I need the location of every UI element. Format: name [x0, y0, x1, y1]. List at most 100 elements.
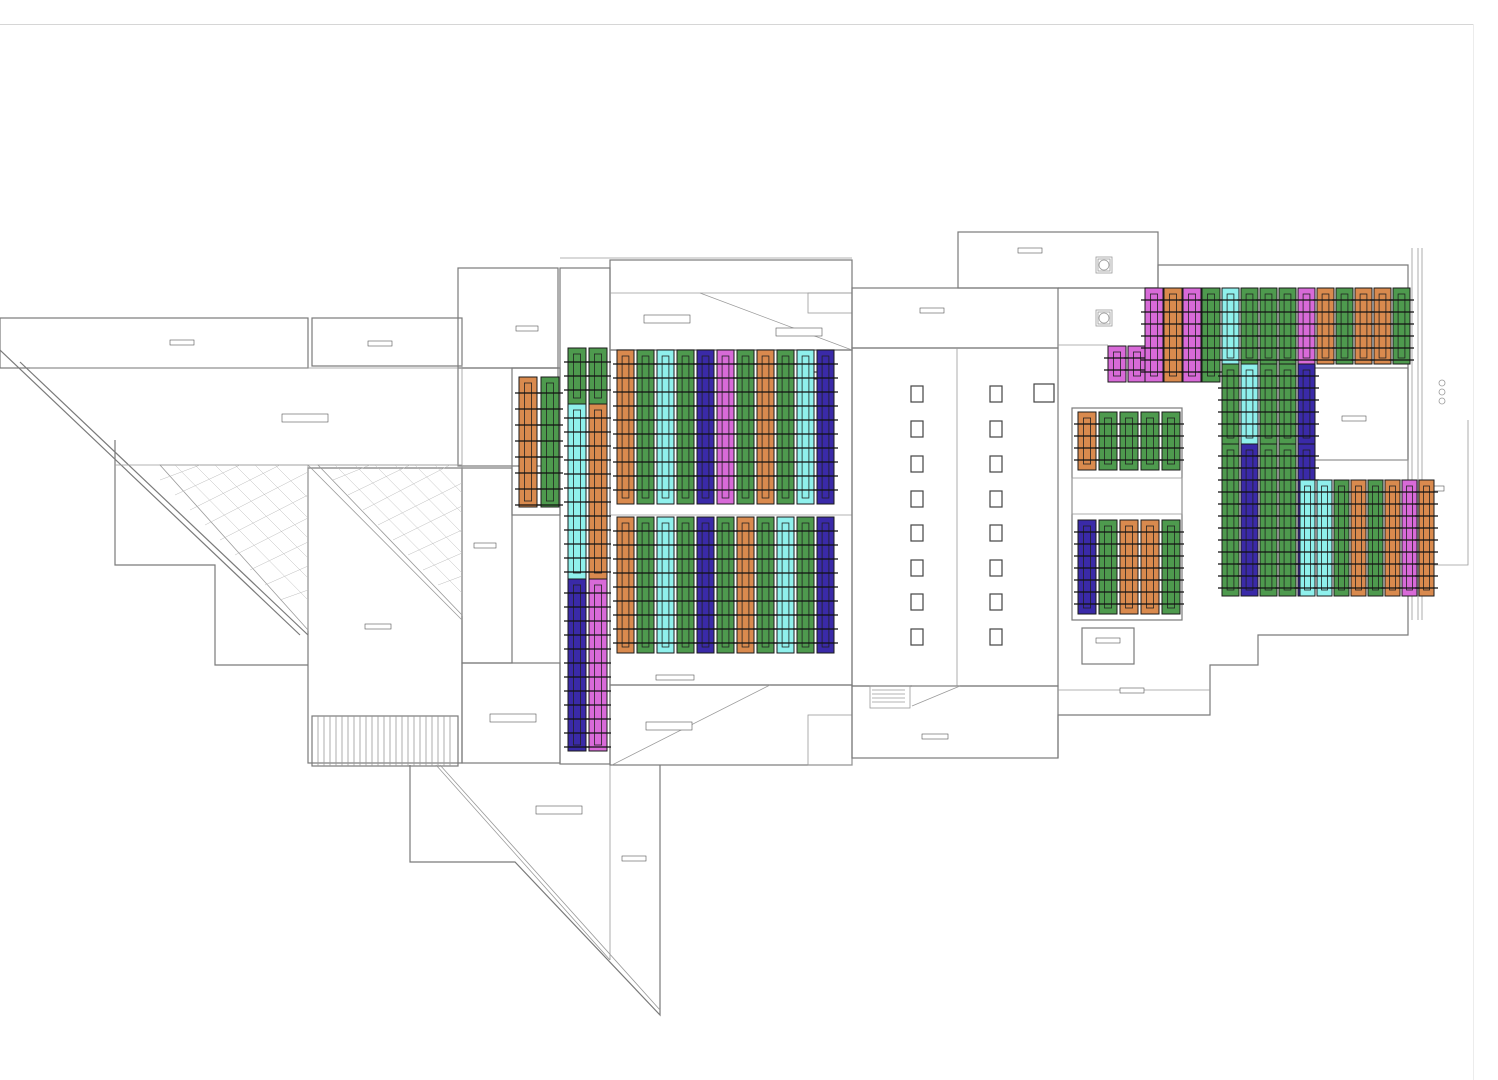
panel-loop [701, 522, 710, 648]
panel-loop [1083, 417, 1092, 465]
panel-strip-55 [1373, 287, 1392, 365]
panel-loop [1104, 417, 1113, 465]
panel-strip-73 [1401, 479, 1418, 597]
bottom-prong-outline [409, 764, 661, 1017]
panel-loop [1226, 369, 1235, 439]
left-wing-outline [0, 267, 559, 764]
panel-strip-6 [588, 403, 608, 580]
panel-loop [1283, 449, 1292, 591]
panel-loop [594, 409, 603, 574]
panel-loop [1125, 417, 1134, 465]
panel-strip-40 [1161, 519, 1181, 615]
grill-stairs-left [311, 715, 459, 767]
panel-loop [1321, 485, 1328, 591]
panel-loop [641, 355, 650, 499]
panel-strip-21 [636, 516, 655, 654]
panel-strip-25 [716, 516, 735, 654]
panel-loop [701, 355, 710, 499]
panel-strip-8 [588, 578, 608, 752]
panel-loop [1104, 525, 1113, 609]
panel-loop [781, 522, 790, 648]
panel-loop [1226, 449, 1235, 591]
panel-strip-71 [1367, 479, 1384, 597]
panel-loop [1406, 485, 1413, 591]
panel-loop [721, 355, 730, 499]
panel-loop [1372, 485, 1379, 591]
panel-loop [621, 522, 630, 648]
panel-loop [801, 522, 810, 648]
panel-loop [1264, 293, 1273, 359]
panel-strip-45 [1182, 287, 1202, 383]
panel-loop [681, 522, 690, 648]
panel-strip-34 [1140, 411, 1160, 471]
room-tags [169, 247, 1445, 862]
panel-strip-20 [616, 516, 635, 654]
panel-loop [1125, 525, 1134, 609]
panel-strip-22 [656, 516, 675, 654]
panel-strip-44 [1163, 287, 1183, 383]
panel-strip-52 [1316, 287, 1335, 365]
panel-loop [761, 522, 770, 648]
panel-loop [1359, 293, 1368, 359]
panel-loop [1113, 351, 1122, 377]
panel-loop [1245, 293, 1254, 359]
panel-strip-35 [1161, 411, 1181, 471]
vent-icon [1097, 311, 1111, 325]
panel-loop [1167, 417, 1176, 465]
panel-loop [821, 355, 830, 499]
panel-strip-43 [1144, 287, 1164, 383]
panel-strip-29 [796, 516, 815, 654]
panel-strip-33 [1119, 411, 1139, 471]
panel-loop [524, 382, 533, 502]
panel-loop [1389, 485, 1396, 591]
panel-loop [1146, 525, 1155, 609]
panel-loop [741, 522, 750, 648]
panel-loop [1264, 449, 1273, 591]
panel-loop [594, 584, 603, 746]
panel-loop [573, 409, 582, 574]
panel-loop [781, 355, 790, 499]
panel-strip-64 [1278, 443, 1297, 597]
panel-loop [661, 522, 670, 648]
panel-strip-23 [676, 516, 695, 654]
panel-strip-39 [1140, 519, 1160, 615]
panel-strip-72 [1384, 479, 1401, 597]
panel-strip-37 [1098, 519, 1118, 615]
panel-loop [1169, 293, 1178, 377]
panel-strip-38 [1119, 519, 1139, 615]
panel-strip-54 [1354, 287, 1373, 365]
panel-loop [821, 522, 830, 648]
panel-loop [1083, 525, 1092, 609]
panel-loop [1245, 449, 1254, 591]
panel-loop [1321, 293, 1330, 359]
panel-strip-53 [1335, 287, 1354, 365]
panel-loop [1226, 293, 1235, 359]
panel-loop [641, 522, 650, 648]
panel-loop [1283, 293, 1292, 359]
panel-strip-30 [816, 516, 835, 654]
panel-loop [1397, 293, 1406, 359]
panel-strip-36 [1077, 519, 1097, 615]
panel-strip-60 [1240, 443, 1259, 597]
panel-strip-62 [1259, 443, 1278, 597]
panel-strip-70 [1350, 479, 1367, 597]
panel-strip-67 [1299, 479, 1316, 597]
panel-loop [1167, 525, 1176, 609]
panel-loop [1378, 293, 1387, 359]
panel-loop [1264, 369, 1273, 439]
panel-strip-18 [796, 349, 815, 505]
panel-loop [761, 355, 770, 499]
panel-strip-7 [567, 578, 587, 752]
panel-loop [1207, 293, 1216, 377]
vent-icon [1097, 258, 1111, 272]
panel-loop [1150, 293, 1159, 377]
viewer-right-border [1473, 24, 1474, 1080]
panel-strip-10 [636, 349, 655, 505]
panel-loop [741, 355, 750, 499]
panel-loop [721, 522, 730, 648]
panel-strip-31 [1077, 411, 1097, 471]
panel-strip-1 [518, 376, 538, 508]
panel-strip-41 [1107, 345, 1127, 383]
